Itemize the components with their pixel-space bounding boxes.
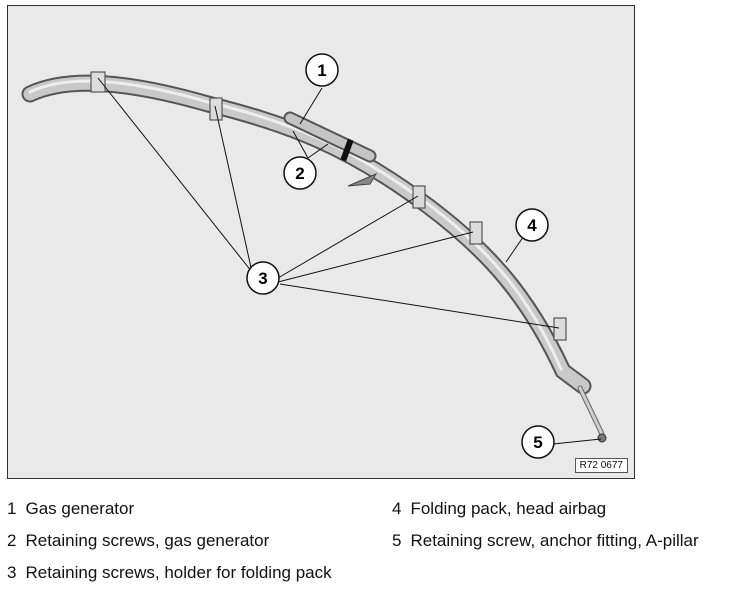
legend-number: 2: [7, 531, 17, 550]
anchor-screw: [597, 433, 607, 443]
legend-text: Folding pack, head airbag: [410, 499, 607, 518]
airbag-illustration: 1 2 3 4 5: [21, 53, 607, 459]
leader-lines: [97, 77, 602, 445]
callout-4: 4: [515, 208, 549, 242]
callout-1: 1: [305, 53, 339, 87]
legend-item-3: 3 Retaining screws, holder for folding pa…: [7, 563, 332, 583]
legend-item-1: 1 Gas generator: [7, 499, 134, 519]
callout-2: 2: [283, 156, 317, 190]
legend-text: Retaining screws, gas generator: [25, 531, 270, 550]
callout-3: 3: [246, 261, 280, 295]
legend-text: Retaining screws, holder for folding pac…: [25, 563, 332, 582]
holder-brackets: [90, 71, 567, 341]
reference-code: R72 0677: [574, 458, 628, 473]
legend-number: 4: [392, 499, 402, 518]
callout-5: 5: [521, 425, 555, 459]
svg-text:5: 5: [533, 433, 542, 452]
legend-number: 5: [392, 531, 402, 550]
legend-item-5: 5 Retaining screw, anchor fitting, A-pill…: [392, 531, 699, 551]
legend-number: 3: [7, 563, 17, 582]
gas-generator: [283, 111, 378, 187]
svg-text:3: 3: [258, 269, 267, 288]
svg-text:1: 1: [317, 61, 326, 80]
airbag-diagram: 1 2 3 4 5 R72 0677: [7, 5, 635, 479]
legend-item-2: 2 Retaining screws, gas generator: [7, 531, 269, 551]
legend-number: 1: [7, 499, 17, 518]
legend-text: Retaining screw, anchor fitting, A-pilla…: [410, 531, 699, 550]
legend-text: Gas generator: [25, 499, 135, 518]
svg-text:4: 4: [527, 216, 537, 235]
svg-text:2: 2: [295, 164, 304, 183]
legend-item-4: 4 Folding pack, head airbag: [392, 499, 606, 519]
